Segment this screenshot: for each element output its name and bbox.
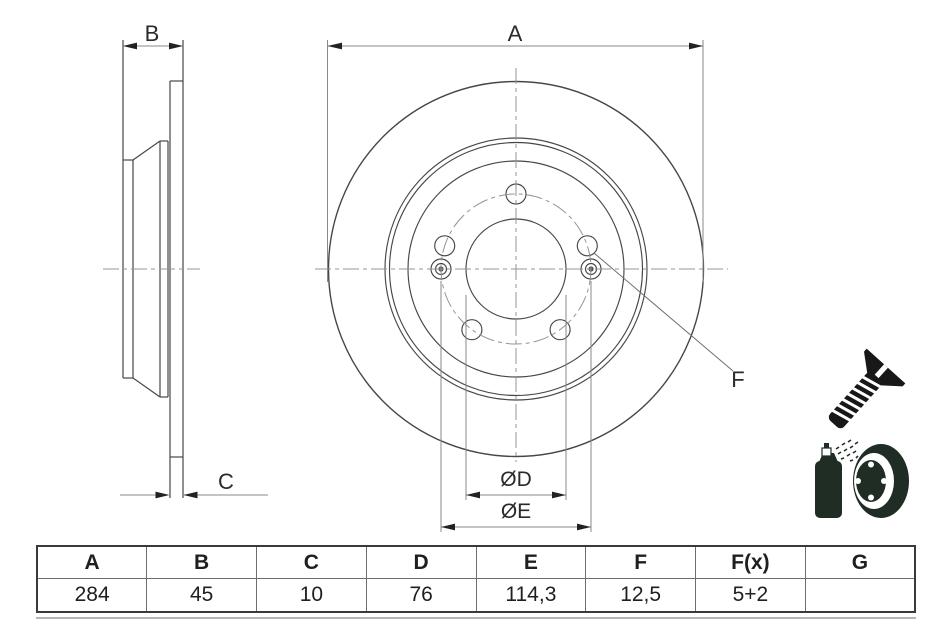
dim-label-e: ØE [501, 500, 531, 523]
table-value-g [804, 578, 916, 613]
bolt-hole-lower-left [461, 319, 483, 341]
icon-spray-mist [835, 439, 859, 462]
table-value-f: 12,5 [585, 578, 696, 613]
table-value-e: 114,3 [475, 578, 587, 613]
dim-label-a: A [508, 21, 523, 46]
centerlines [315, 68, 728, 462]
icon-spray-can [815, 443, 842, 518]
dimension-e: ØE [440, 281, 592, 532]
table-header-fx: F(x) [695, 545, 806, 579]
table-value-row: 284 45 10 76 114,3 12,5 5+2 [36, 578, 916, 613]
table-header-c: C [256, 545, 367, 579]
table-value-b: 45 [146, 578, 257, 613]
bolt-hole-lower-right [549, 319, 571, 341]
dim-label-f: F [731, 367, 744, 392]
table-value-fx: 5+2 [695, 578, 806, 613]
icon-brake-disc [853, 444, 909, 518]
dimension-a: A [327, 21, 704, 282]
table-header-d: D [365, 545, 477, 579]
dimension-table: A B C D E F F(x) G 284 45 10 76 114,3 12… [36, 545, 916, 613]
spray-can-brake-disc-icon [815, 439, 909, 518]
bolt-hole-upper-left [434, 235, 456, 257]
dim-label-d: ØD [500, 468, 532, 491]
table-header-e: E [475, 545, 587, 579]
table-header-a: A [36, 545, 148, 579]
table-header-b: B [146, 545, 257, 579]
table-value-d: 76 [365, 578, 477, 613]
dimension-f: F [593, 252, 745, 392]
countersunk-screw-icon [828, 348, 906, 429]
table-header-g: G [804, 545, 916, 579]
table-header-f: F [585, 545, 696, 579]
dimension-c: C [120, 469, 268, 499]
brake-disc-drawing: A B C ØD [103, 21, 909, 532]
bolt-hole-upper-right [576, 235, 598, 257]
table-value-a: 284 [36, 578, 148, 613]
dimension-b: B [123, 21, 183, 50]
page-bottom-rule [36, 617, 916, 619]
friction-edge-circle-inner [388, 141, 644, 397]
dimension-d: ØD [465, 295, 567, 500]
side-view [122, 40, 184, 498]
dim-label-c: C [218, 469, 234, 494]
table-value-c: 10 [256, 578, 367, 613]
table-header-row: A B C D E F F(x) G [36, 545, 916, 579]
dim-label-b: B [145, 21, 160, 46]
